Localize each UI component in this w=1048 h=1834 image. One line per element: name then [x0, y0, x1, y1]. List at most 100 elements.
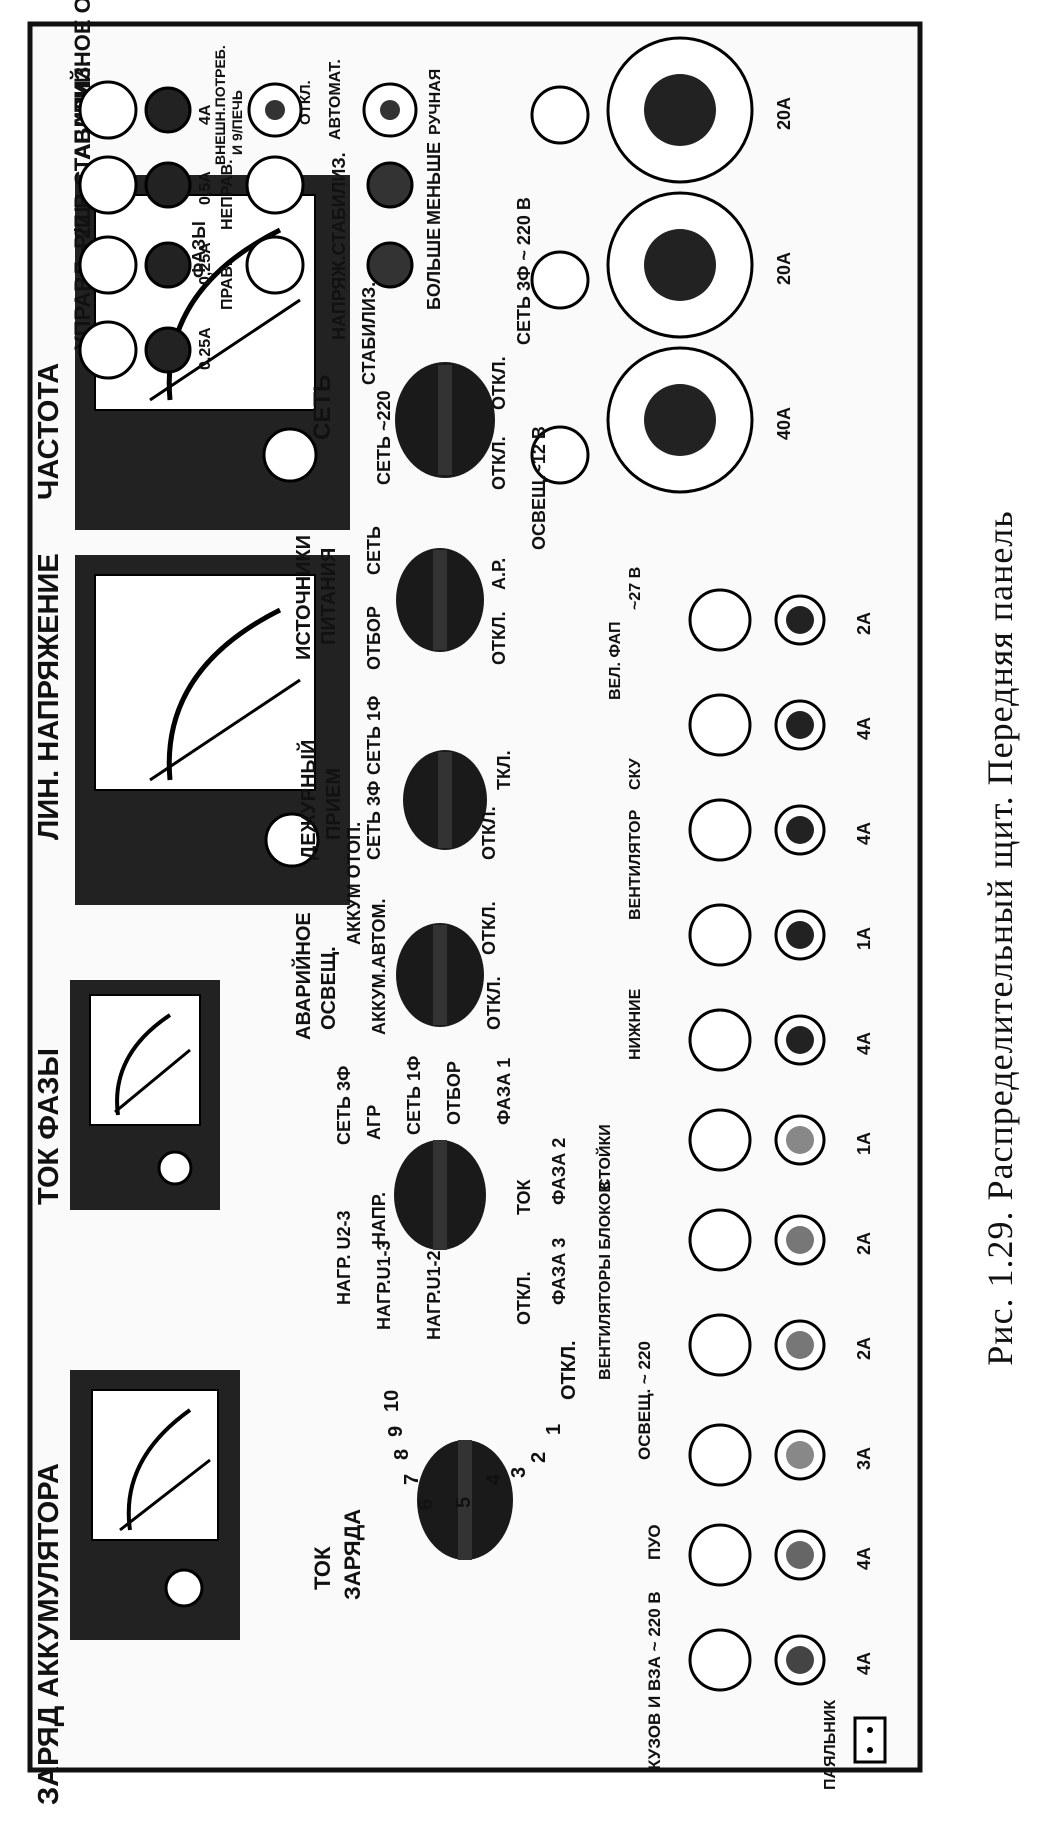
switch-position: 4 [483, 1473, 505, 1485]
switch-label: НАПР. [369, 1192, 389, 1245]
switch-title: ТОК [310, 1546, 335, 1590]
switch-label: СЕТЬ 3Ф [334, 1066, 354, 1145]
frequency-meter: ЧАСТОТА [33, 175, 350, 530]
switch-label: НАГР. U2-3 [334, 1210, 354, 1305]
socket[interactable] [688, 903, 752, 967]
switch-position: 3 [508, 1467, 530, 1478]
socket-label: ВЕНТИЛЯТОРЫ БЛОКОВ [597, 1181, 614, 1380]
socket-label: КУЗОВ И ВЗА ~ 220 В [645, 1591, 664, 1770]
switch-position: 2 [528, 1452, 550, 1463]
socket-label: ~27 В [627, 567, 644, 610]
charge-current-switch[interactable]: ТОК ЗАРЯДА 1 2 3 4 5 6 7 8 9 10 ОТКЛ. [310, 1340, 580, 1600]
switch-position: 6 [415, 1499, 437, 1510]
socket-label: ПУО [645, 1524, 664, 1560]
switch-title: АВАРИЙНОЕ [291, 912, 315, 1040]
socket-label: ОСВЕЩ.~12 В [529, 426, 549, 550]
switch-label: ФАЗА 2 [549, 1138, 569, 1205]
network-switch[interactable]: СЕТЬ СТАБИЛИЗ. СЕТЬ ~220 ОТКЛ. ОТКЛ. [309, 282, 509, 490]
upper-right-block: УПРАВЛ. Р/Щ. ФАЗЫ ~27 В СТАБИЛИЗ. АВАРИЙ… [70, 0, 444, 380]
stab-less-button[interactable] [366, 161, 414, 209]
pilot-lamp [78, 320, 138, 380]
phase-lamp [245, 155, 305, 215]
switch-position: 1 [543, 1424, 565, 1435]
socket[interactable] [530, 85, 590, 145]
socket[interactable] [530, 425, 590, 485]
socket[interactable] [688, 1313, 752, 1377]
socket[interactable] [688, 1628, 752, 1692]
switch-label: СЕТЬ 1Ф [404, 1056, 424, 1135]
socket-label: ВЕНТИЛЯТОР [627, 809, 644, 920]
fuse[interactable] [144, 161, 192, 209]
socket[interactable] [688, 798, 752, 862]
socket-label: СТОЙКИ [595, 1124, 614, 1190]
fuse-label: 2А [854, 1232, 874, 1255]
toggle-label: ОТКЛ. [297, 80, 314, 125]
figure-caption: Рис. 1.29. Распределительный щит. Передн… [980, 510, 1020, 1366]
socket[interactable] [688, 1423, 752, 1487]
switch-label: ТКЛ. [494, 750, 514, 790]
emergency-lighting-switch[interactable]: АВАРИЙНОЕ ОСВЕЩ. АККУМ.АВТОМ. АККУМ ОТОП… [291, 822, 504, 1040]
switch-label: ОТКЛ. [479, 806, 499, 860]
fuse-label: 2А [854, 1337, 874, 1360]
fuse-label: 4А [854, 717, 874, 740]
switch-label: СЕТЬ 3Ф [364, 781, 384, 860]
phase-current-meter: ТОК ФАЗЫ [33, 980, 220, 1210]
socket-label: ОСВЕЩ. ~ 220 [635, 1341, 654, 1460]
socket-label: ВЕЛ. ФАП [607, 622, 624, 700]
fuse-label: 1А [854, 1132, 874, 1155]
socket[interactable] [688, 1208, 752, 1272]
meter-label: ЧАСТОТА [33, 363, 65, 500]
lamp-label: ПРАВ. [219, 262, 236, 310]
fuse[interactable] [144, 326, 192, 374]
socket[interactable] [688, 1008, 752, 1072]
socket[interactable] [530, 250, 590, 310]
switch-label: НАГР.U1-2 [424, 1250, 444, 1340]
fuse-label: 0,25А [197, 327, 214, 370]
stab-label: НАПРЯЖ.СТАБИЛИЗ. [329, 152, 349, 340]
switch-label: ОТКЛ. [514, 1271, 534, 1325]
switch-label: АККУМ ОТОП. [344, 822, 364, 945]
fuse-label: 0,25А [197, 242, 214, 285]
column-header: ФАЗЫ [189, 221, 209, 278]
fuse-label: 4А [197, 104, 214, 125]
power-source-switch[interactable]: ИСТОЧНИКИ ПИТАНИЯ СЕТЬ ОТБОР А.Р. ОТКЛ. [293, 526, 509, 670]
socket-label: СКУ [627, 757, 644, 790]
load-phase-switch[interactable]: НАГР. U2-3 СЕТЬ 3Ф НАГР.U1-3 НАПР. АГР Н… [334, 1056, 569, 1340]
switch-label: ФАЗА 3 [549, 1238, 569, 1305]
switch-position: 10 [381, 1390, 403, 1412]
stab-label: МЕНЬШЕ [424, 142, 444, 225]
fuse-label: 4А [854, 1547, 874, 1570]
duty-reception-switch[interactable]: ДЕЖУРНЫЙ ПРИЕМ СЕТЬ 1Ф СЕТЬ 3Ф ТКЛ. ОТКЛ… [296, 696, 514, 860]
switch-position: 7 [401, 1474, 423, 1485]
toggle-label: И 9/ПЕЧЬ [229, 90, 245, 155]
socket[interactable] [688, 1108, 752, 1172]
socket[interactable] [688, 693, 752, 757]
switch-title: ПИТАНИЯ [318, 548, 340, 645]
toggle-label: АВТОМАТ. [327, 59, 344, 140]
switch-title: СЕТЬ [309, 375, 336, 440]
switch-label: СЕТЬ ~220 [374, 391, 394, 485]
switch-position: 5 [453, 1497, 475, 1508]
pilot-lamp [78, 155, 138, 215]
socket[interactable] [688, 1523, 752, 1587]
switch-label: ТОК [514, 1178, 534, 1215]
column-header: АВАРИЙНОЕ ОСВЕЩЕНИЕ [70, 0, 95, 160]
fuse-label: 4А [854, 1652, 874, 1675]
switch-label: ОТКЛ. [479, 901, 499, 955]
fuse-label: 2А [854, 612, 874, 635]
switch-label: СЕТЬ [364, 526, 384, 575]
switch-title: ДЕЖУРНЫЙ [296, 740, 320, 860]
switch-position: 9 [385, 1426, 407, 1437]
switch-label: ОТКЛ. [489, 611, 509, 665]
switch-title: ИСТОЧНИКИ [293, 535, 315, 660]
soldering-socket[interactable] [853, 1716, 887, 1764]
fuse[interactable] [144, 86, 192, 134]
fuse-label: 0,5А [197, 171, 214, 205]
socket-label: СЕТЬ 3Ф ~ 220 В [514, 197, 534, 345]
line-voltage-meter: ЛИН. НАПРЯЖЕНИЕ [33, 553, 350, 905]
fuse[interactable] [144, 241, 192, 289]
stab-more-button[interactable] [366, 241, 414, 289]
fuse-label: 4А [854, 822, 874, 845]
socket[interactable] [688, 588, 752, 652]
